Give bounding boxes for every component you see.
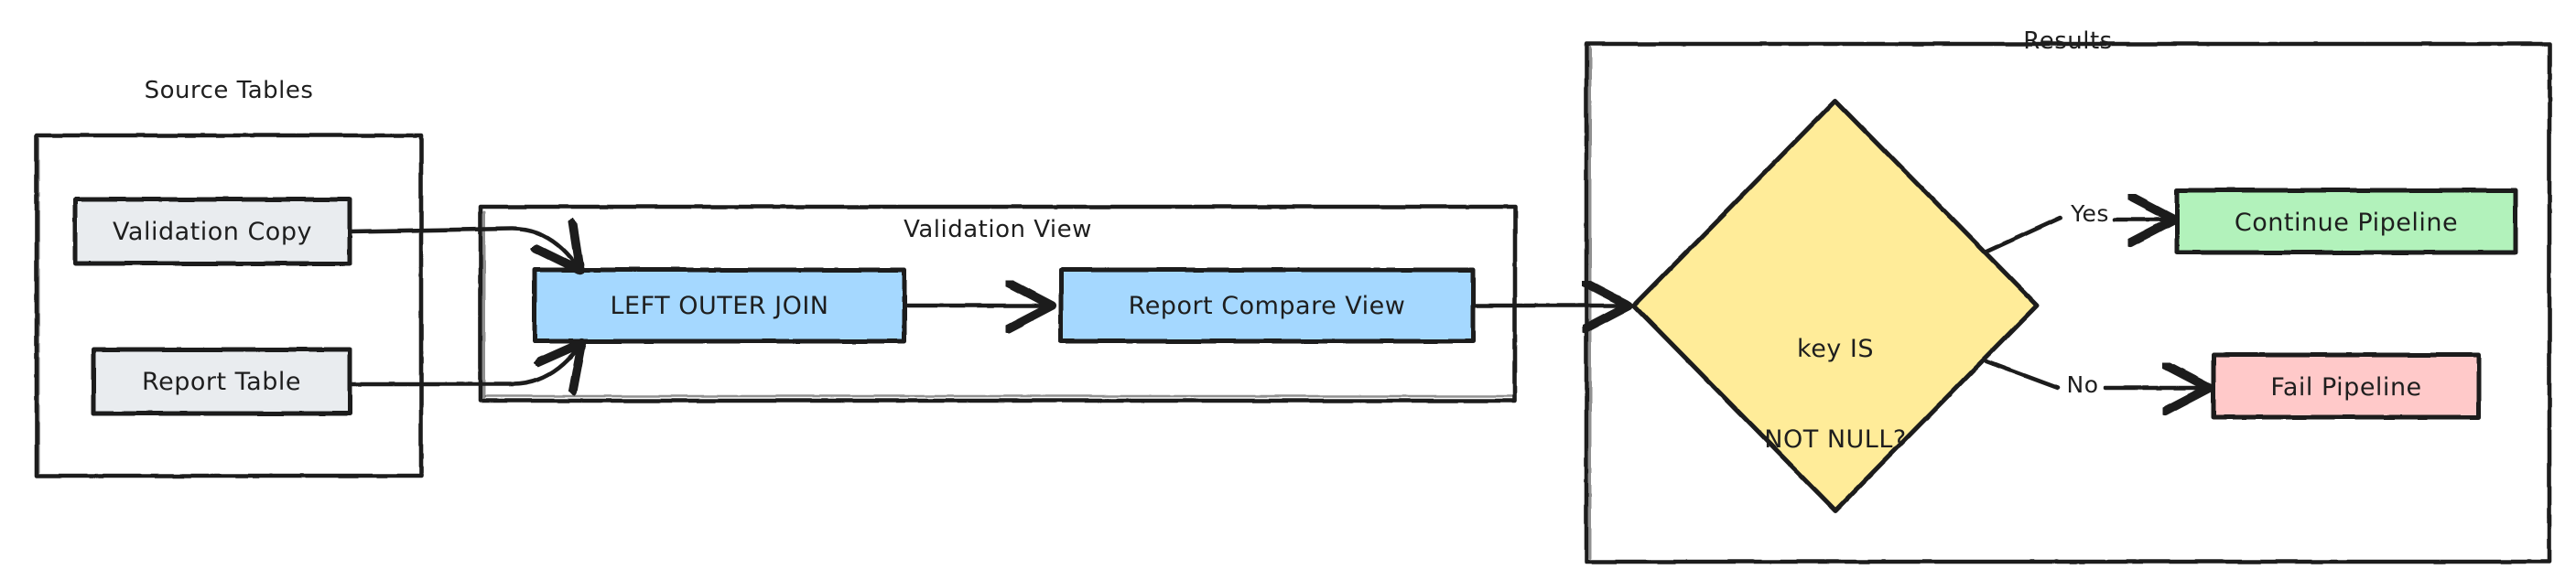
- group-title-validation-view: Validation View: [904, 216, 1092, 243]
- node-validation-copy-label[interactable]: Validation Copy: [113, 218, 312, 246]
- group-source-tables-frame: [34, 133, 424, 478]
- node-fail-pipeline-shape: [2211, 352, 2482, 420]
- edge-report-table-to-join: [347, 349, 577, 384]
- node-report-table-shape: [91, 347, 352, 416]
- node-continue-pipeline-shape: [2174, 188, 2518, 255]
- node-fail-pipeline-label[interactable]: Fail Pipeline: [2270, 373, 2422, 402]
- node-left-outer-join-label[interactable]: LEFT OUTER JOIN: [610, 292, 829, 320]
- node-decision-label-line1: key IS: [1797, 334, 1874, 363]
- node-decision-label[interactable]: key IS NOT NULL?: [1689, 274, 1982, 516]
- group-title-results: Results: [2023, 27, 2113, 55]
- node-continue-pipeline-label[interactable]: Continue Pipeline: [2234, 209, 2459, 237]
- edge-validation-copy-to-join: [347, 229, 575, 263]
- node-decision-label-line2: NOT NULL?: [1764, 424, 1907, 454]
- edge-decision-no-to-fail: [1984, 359, 2061, 391]
- node-report-compare-view-label[interactable]: Report Compare View: [1128, 292, 1406, 320]
- node-report-table-label[interactable]: Report Table: [142, 368, 301, 396]
- edge-label-yes: Yes: [2071, 200, 2109, 227]
- edge-decision-yes-to-continue: [1982, 215, 2063, 255]
- node-decision-shape: [1631, 98, 2040, 513]
- group-title-source-tables: Source Tables: [144, 77, 314, 104]
- edge-label-no: No: [2066, 371, 2099, 398]
- node-validation-copy-shape: [72, 197, 352, 266]
